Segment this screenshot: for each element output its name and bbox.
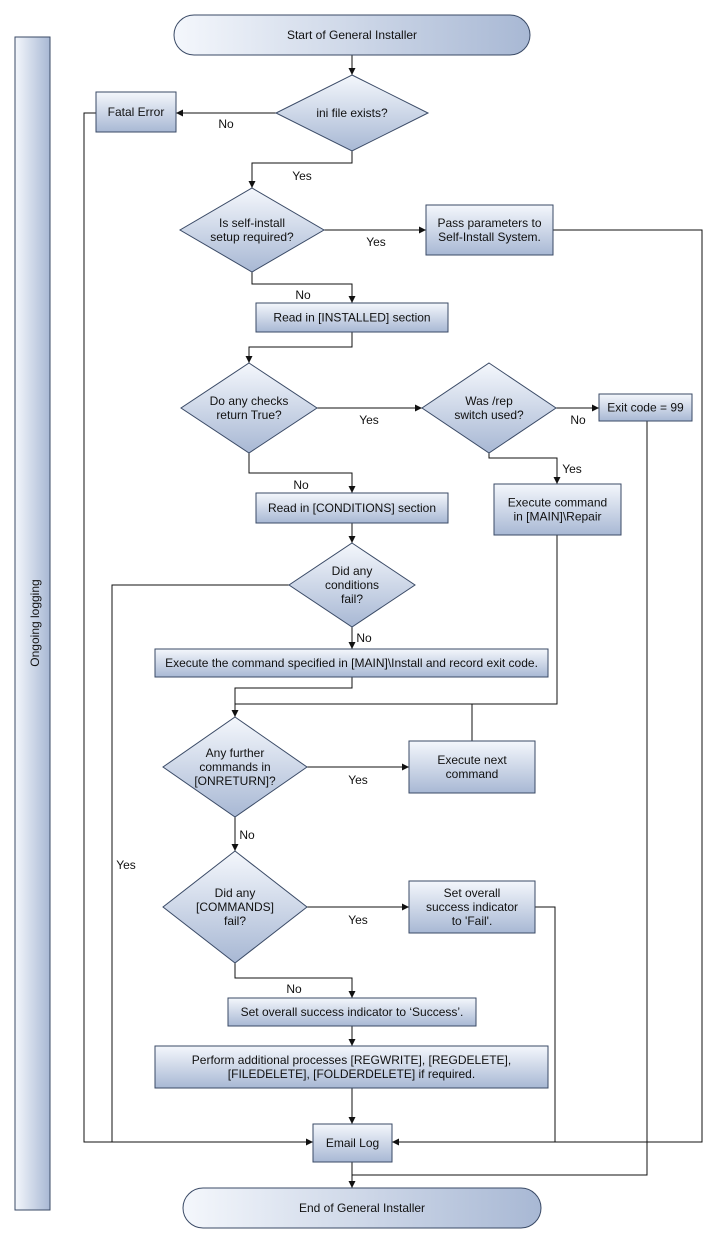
connector [392,229,703,1146]
edge-label-cmd_no: No [286,982,302,996]
decision-self_install_q [179,187,325,273]
logging-lane [14,36,51,1211]
connector [488,453,561,484]
label-exec_install: Execute the command specified in [MAIN]\… [165,656,538,670]
node-set_fail [408,880,536,934]
node-set_success [227,997,477,1027]
node-fatal_error [95,91,177,133]
connector [251,272,356,303]
label-end: End of General Installer [299,1201,425,1215]
decision-further_q [162,716,308,818]
connector [231,677,353,717]
label-start: Start of General Installer [287,28,417,42]
edge-label-ini_yes: Yes [292,169,312,183]
connector [111,584,289,1142]
node-exec_next [408,740,536,794]
edge-label-checks_no: No [293,478,309,492]
decision-checks_q [180,362,318,454]
label-set_success: Set overall success indicator to ‘Succes… [241,1005,464,1019]
edge-label-cond_yes: Yes [116,858,136,872]
connector [248,151,353,188]
logging-lane-label: Ongoing logging [28,579,42,666]
edge-label-self_yes: Yes [366,235,386,249]
label-ini_exists: ini file exists? [316,106,388,120]
decision-conditions_q [288,542,416,628]
edge-label-self_no: No [295,288,311,302]
label-read_conditions: Read in [CONDITIONS] section [268,501,436,515]
node-exec_repair [493,483,622,536]
connector [234,963,356,998]
label-read_installed: Read in [INSTALLED] section [273,311,430,325]
edge-label-rep_no: No [570,413,586,427]
connector [535,906,556,1142]
node-read_conditions [255,492,449,524]
node-pass_params [425,204,554,256]
node-start [173,14,531,56]
node-read_installed [255,302,449,333]
node-exit99 [598,393,693,422]
edge-label-rep_yes: Yes [562,462,582,476]
label-fatal_error: Fatal Error [108,105,165,119]
decision-rep_q [421,362,557,454]
connector [245,332,353,363]
node-exec_install [154,648,549,678]
connector [83,112,313,1146]
edge-label-further_yes: Yes [348,773,368,787]
label-exit99: Exit code = 99 [607,401,684,415]
node-email_log [312,1123,393,1163]
node-additional [154,1045,549,1089]
node-end [182,1187,542,1229]
label-additional: Perform additional processes [REGWRITE],… [192,1053,511,1081]
connector [352,421,648,1176]
connector [248,453,356,493]
edge-label-cmd_yes: Yes [348,913,368,927]
edge-label-further_no: No [239,828,255,842]
edge-label-ini_no: No [218,117,234,131]
label-email_log: Email Log [326,1136,379,1150]
decision-commands_fail_q [162,850,308,964]
decision-ini_exists [274,74,430,152]
label-commands_fail_q: Did any[COMMANDS]fail? [196,886,274,928]
connector [235,535,558,705]
edge-label-cond_no: No [356,631,372,645]
edge-label-checks_yes: Yes [359,413,379,427]
